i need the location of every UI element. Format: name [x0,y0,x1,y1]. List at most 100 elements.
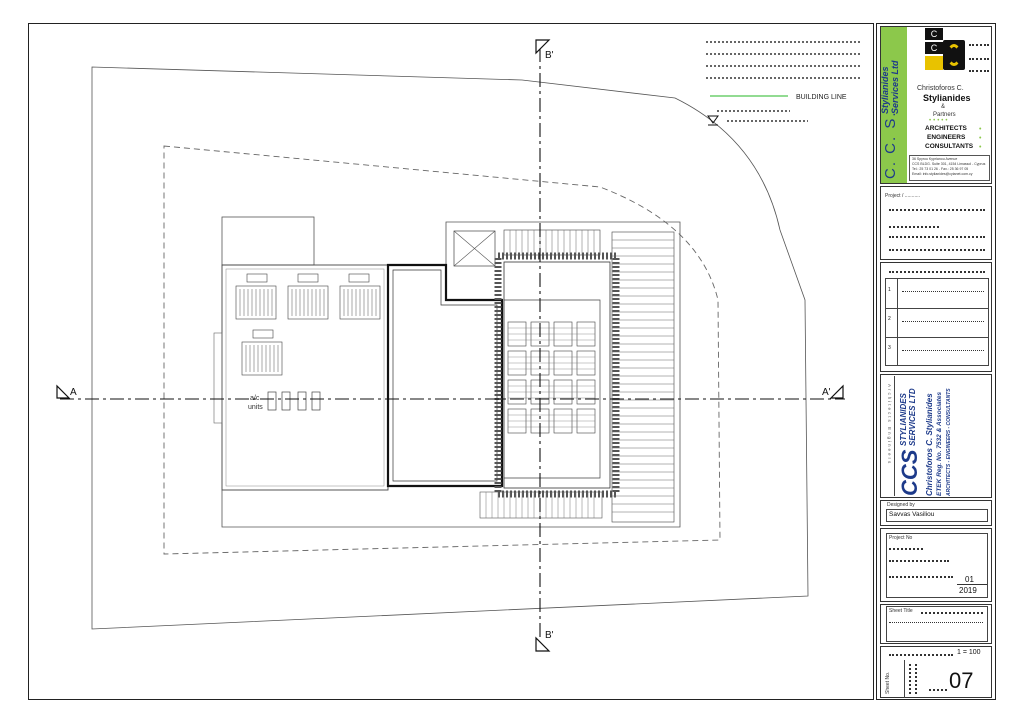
section-marker-b-top [535,39,551,55]
role-engineers: ENGINEERS [927,134,966,141]
vertical-ccs: C. C. S. [882,110,899,179]
revision-underline [957,584,987,585]
sheet-no-section [880,646,992,698]
firm-name-1: Christoforos C. [917,85,964,92]
sheet-title-section [880,604,992,644]
firm-name-2: Stylianides [923,93,971,103]
project-no-dots-2 [889,560,949,562]
project-no-label: Project No [889,535,913,541]
logo-dots-2 [969,58,989,60]
revisions-table: 1 2 3 [885,278,989,366]
address-line-4: Email: info.stylianides@cytanet.com.cy [912,172,973,176]
sheet-no-box [880,660,905,698]
stamp-line-4: ETEK Reg. No. 7532 & Associates [936,391,943,496]
revisions-section [880,262,992,372]
planter-band [494,252,620,498]
green-vertical-band [881,27,907,183]
dashed-building-line [163,145,721,555]
section-marker-b-bottom [535,636,551,652]
project-label: Project / ........... [885,193,921,199]
role-bullets: ••• [979,126,982,151]
building-outline [221,221,681,528]
row-3-number: 3 [888,345,891,351]
row-2-dots [902,321,984,322]
level-marker-icon [707,115,719,126]
scale: 1 = 100 [957,649,981,656]
scale-dots [889,654,953,656]
row-1-dots [902,291,984,292]
revisions-header-dots [889,271,985,273]
stair-box [453,230,496,267]
sheet-title-label: Sheet Title [889,608,913,614]
firm-name-4: Partners [933,112,956,118]
bottom-strip [479,491,603,519]
firm-name-3: & [941,104,946,110]
row-2-number: 2 [888,316,891,322]
ac-units [267,391,321,411]
stamp-line-1: STYLIANIDES [899,393,908,446]
stamp-line-2: SERVICES LTD [908,388,917,446]
sheet-dotted-vertical-1 [909,664,911,694]
revision-number: 01 [965,575,974,584]
drawing-frame [28,23,874,700]
project-section [880,186,992,260]
address-line-3: Tel.: 25 73 01 26 - Fax.: 25 36 97 05 [912,167,969,171]
section-marker-a [56,384,71,399]
designed-by-section [880,500,992,526]
ac-label-2: units [248,404,263,411]
project-no-dots-3 [889,576,953,578]
sheet-title-dots-1 [921,612,983,614]
address-box: 36 Spyrou Kyprianou Avenue CCS BLDG. Sui… [909,155,990,181]
core-thick-outline [386,263,504,488]
header-section [880,26,992,184]
sheet-no-label: Sheet No. [885,671,891,694]
legend-building-line-label: BUILDING LINE [796,94,847,101]
logo-dots-3 [969,70,989,72]
sheet-number: 07 [949,668,974,693]
stamp-ccs: CCS [897,449,922,496]
deck-slats [611,231,675,523]
project-dots-2 [889,226,939,228]
panel-hatching [239,289,377,372]
ccs-logo-icon: C C [925,28,965,82]
section-label-b-top: B' [545,50,554,61]
left-wing-top [221,216,315,266]
designer-box [886,509,988,522]
section-label-b-bottom: B' [545,630,554,641]
project-dots-4 [889,249,985,251]
designer-name: Savvas Vasiliou [889,511,935,518]
section-label-a-prime: A' [822,387,831,398]
project-no-box [886,533,988,598]
address-line-1: 36 Spyrou Kyprianou Avenue [912,157,958,161]
brand-line-1: Stylianides [880,66,890,114]
role-consultants: CONSULTANTS [925,143,974,150]
left-wing-strip [213,332,223,424]
project-no-section [880,528,992,602]
stamp-line-3: Christoforos C. Stylianides [925,393,934,496]
stamp-side-text: Architects Engineers [887,384,892,466]
brand-line-2: Services Ltd [890,60,900,114]
stamp-line-5: ARCHITECTS - ENGINEERS - CONSULTANTS [946,388,952,496]
project-no-dots-1 [889,548,923,550]
title-block: Stylianides Services Ltd C. C. S. C C Ch… [876,23,996,700]
role-architects: ARCHITECTS [925,125,967,132]
sheet-title-dots-2 [889,622,983,623]
project-dots-3 [889,236,985,238]
address-line-2: CCS BLDG. Suite 301, 4154 Limassol - Cyp… [912,162,986,166]
stamp-side-strip [882,376,895,496]
section-label-a: A [70,387,77,398]
section-marker-a-prime [829,384,844,399]
sheet-dotted-vertical-2 [915,664,917,694]
sheet-title-box [886,606,988,642]
legend-dotted-lines [706,41,860,122]
vertical-brand: Stylianides Services Ltd [880,34,900,114]
stamp-section [880,374,992,498]
designed-by-label: Designed by [887,502,915,508]
logo-dots-1 [969,44,989,46]
row-3-dots [902,350,984,351]
site-boundary [91,66,809,630]
sheet-no-dots [929,689,947,691]
row-1-number: 1 [888,287,891,293]
year: 2019 [959,586,977,595]
